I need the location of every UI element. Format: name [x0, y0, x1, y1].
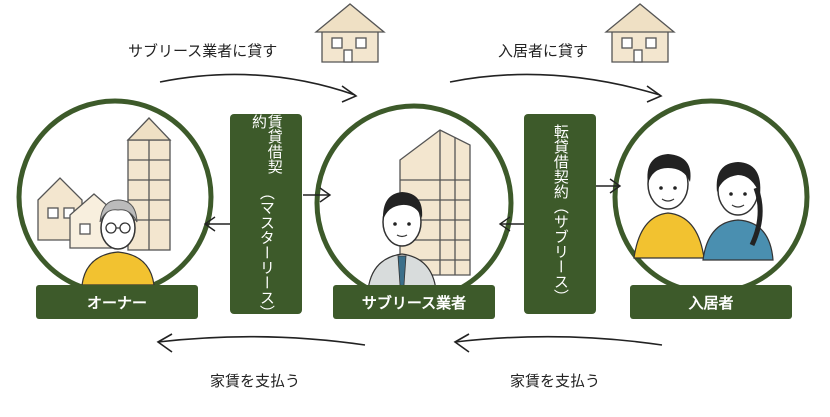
flow-label-rent-to-sublease: 家賃を支払う: [510, 372, 601, 390]
businessman-icon: [367, 192, 437, 291]
house-icon-right: [604, 3, 676, 63]
flow-label-lease-to-sublease: サブリース業者に貸す: [128, 42, 278, 60]
tenant-man-icon: [633, 154, 705, 259]
arrow-top-left: [159, 73, 356, 96]
tenant-circle: [612, 98, 810, 296]
top-arrows: [159, 73, 663, 103]
arrow-bottom-right-head: [453, 333, 470, 353]
arrow-top-right-head: [646, 85, 663, 103]
arrow-bottom-left: [157, 335, 366, 346]
sublease-contract-subtitle: （サブリース）: [551, 199, 570, 304]
sublease-contract-title: 転貸借契約: [551, 124, 570, 199]
arrow-top-left-head: [341, 85, 358, 103]
sublease-contract-box: 転貸借契約 （サブリース）: [524, 114, 596, 314]
arrow-bottom-right: [454, 335, 663, 346]
house-icon-left: [314, 3, 386, 63]
sublease-nameplate: サブリース業者: [333, 285, 495, 319]
arrow-bottom-left-head: [156, 333, 173, 353]
master-lease-contract-subtitle: （マスターリース）: [257, 185, 276, 321]
master-lease-contract-box: 賃貸借契約 （マスターリース）: [230, 114, 302, 321]
tenant-nameplate: 入居者: [630, 285, 792, 319]
master-lease-contract-title: 賃貸借契約: [250, 114, 284, 174]
owner-nameplate: オーナー: [36, 285, 198, 319]
arrow-top-right: [449, 73, 661, 96]
flow-label-rent-to-owner: 家賃を支払う: [210, 372, 301, 390]
tenant-woman-icon: [702, 162, 774, 261]
flow-label-lease-to-tenant: 入居者に貸す: [498, 42, 589, 60]
bottom-arrows: [156, 333, 663, 353]
owner-person-icon: [81, 199, 155, 286]
contract-arrows: [203, 178, 622, 232]
